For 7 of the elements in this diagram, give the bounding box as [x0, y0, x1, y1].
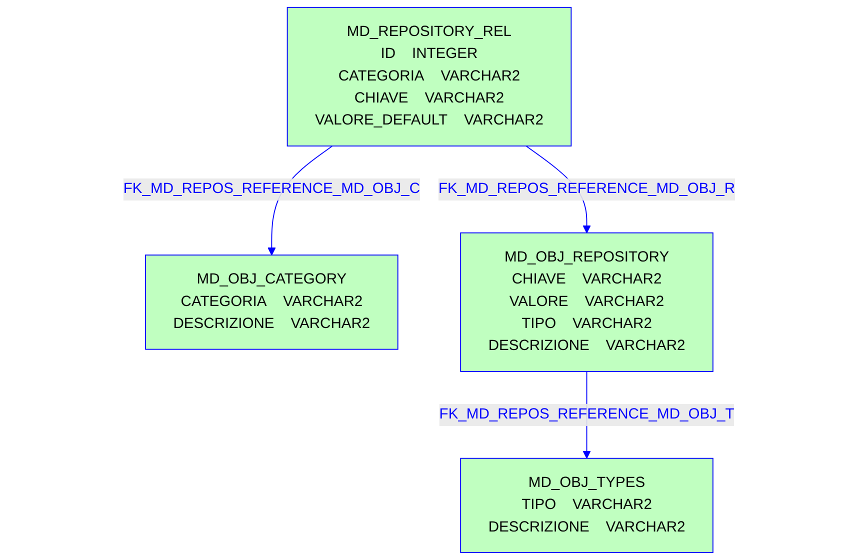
- edge-label: FK_MD_REPOS_REFERENCE_MD_OBJ_R: [438, 181, 736, 197]
- edge-label: FK_MD_REPOS_REFERENCE_MD_OBJ_T: [440, 406, 735, 422]
- node-box: MD_REPOSITORY_REL ID INTEGER CATEGORIA VARCHAR2 CHIAVE VARCHAR2 VALORE_DEFAULT VARCHAR2: [287, 6, 572, 146]
- node-box: MD_OBJ_CATEGORY CATEGORIA VARCHAR2 DESCRIZIONE VARCHAR2: [145, 254, 399, 350]
- node-box: MD_OBJ_TYPES TIPO VARCHAR2 DESCRIZIONE VARCHAR2: [460, 458, 714, 554]
- edge-label: FK_MD_REPOS_REFERENCE_MD_OBJ_C: [124, 181, 420, 197]
- node-box: MD_OBJ_REPOSITORY CHIAVE VARCHAR2 VALORE VARCHAR2 TIPO VARCHAR2 DESCRIZIONE VARCHAR2: [460, 232, 714, 372]
